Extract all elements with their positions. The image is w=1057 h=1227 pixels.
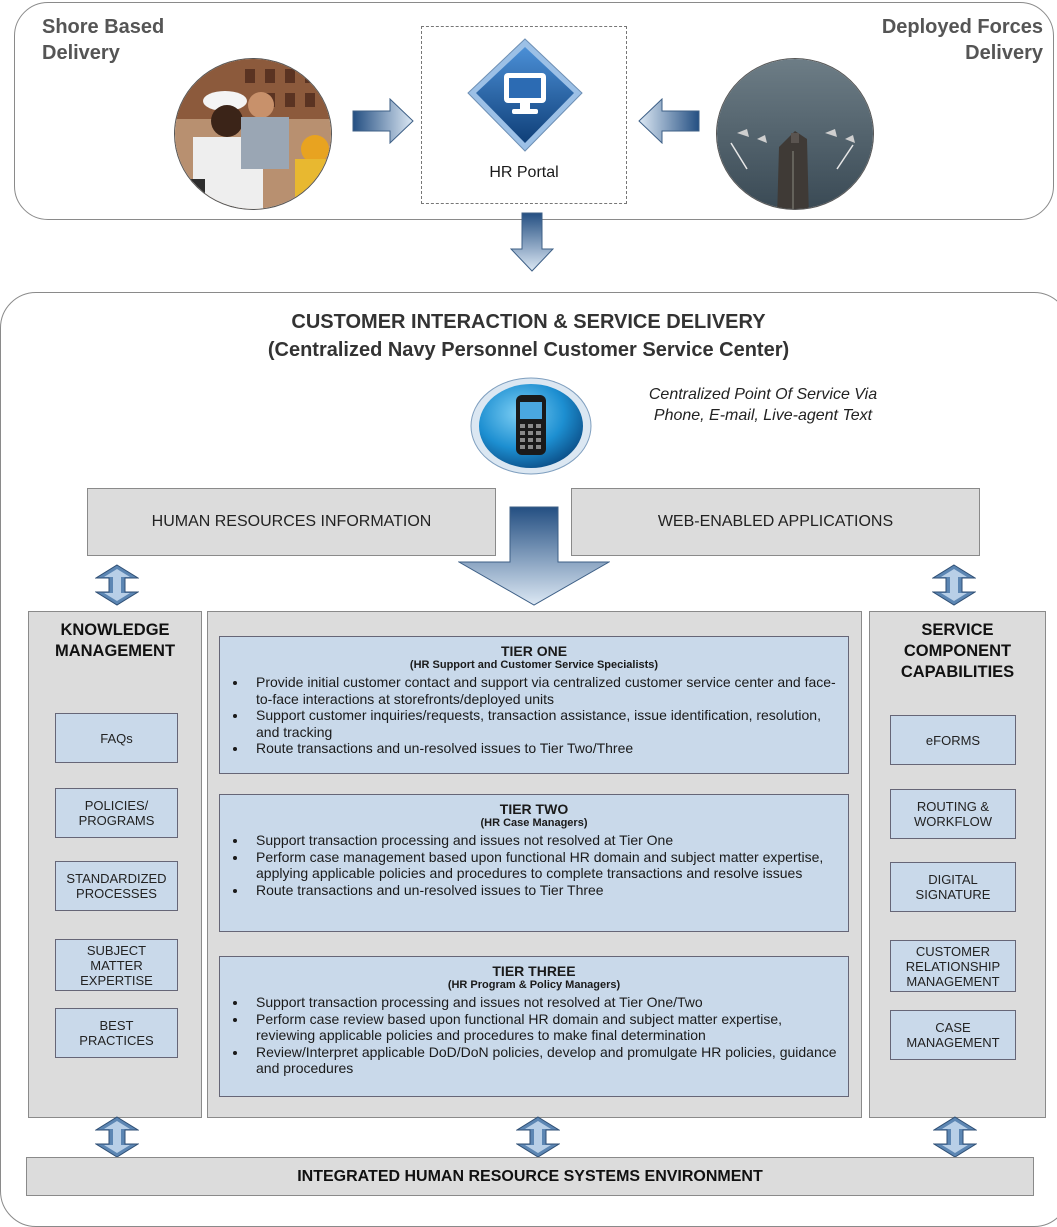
km-item-label: SUBJECT [86, 942, 147, 958]
deployed-forces-title: Deployed Forces Delivery [882, 14, 1043, 66]
km-item-faqs[interactable]: FAQs [55, 713, 178, 763]
km-item-label: PRACTICES [79, 1033, 154, 1048]
tier-one-title: TIER ONE [500, 643, 568, 659]
scc-item-label: WORKFLOW [914, 814, 992, 829]
km-item-label: PROGRAMS [78, 813, 155, 828]
tier-bullet: Review/Interpret applicable DoD/DoN poli… [248, 1044, 838, 1077]
hr-information-box[interactable]: HUMAN RESOURCES INFORMATION [87, 488, 496, 556]
fleet-ships-photo [716, 58, 874, 210]
tier-two-box[interactable]: TIER TWO (HR Case Managers) Support tran… [219, 794, 849, 932]
service-component-title: SERVICE COMPONENT CAPABILITIES [869, 620, 1046, 683]
tier-bullet: Support transaction processing and issue… [248, 832, 838, 849]
km-item-policies-programs[interactable]: POLICIES/PROGRAMS [55, 788, 178, 838]
km-item-label: BEST [99, 1018, 134, 1033]
note-line1: Centralized Point Of Service Via [648, 386, 878, 403]
km-title-line: KNOWLEDGE [60, 621, 170, 639]
service-double-arrow [932, 564, 976, 606]
scc-item-label: CUSTOMER [915, 943, 991, 959]
main-title-line2: (Centralized Navy Personnel Customer Ser… [267, 339, 790, 361]
tier-bullet: Support customer inquiries/requests, tra… [248, 707, 838, 740]
shore-sailors-photo [174, 58, 332, 210]
hr-portal-box[interactable]: HR Portal [421, 26, 627, 204]
deployed-title-line: Deployed Forces [881, 16, 1043, 38]
tier-bullet: Route transactions and un-resolved issue… [248, 882, 838, 899]
scc-item-label: ROUTING & [916, 799, 990, 814]
km-item-label: PROCESSES [76, 886, 157, 901]
scc-item-label: RELATIONSHIP [905, 958, 1001, 974]
knowledge-double-arrow [95, 564, 139, 606]
service-channels-note: Centralized Point Of Service Via Phone, … [606, 384, 920, 426]
integrated-hr-systems-bar[interactable]: INTEGRATED HUMAN RESOURCE SYSTEMS ENVIRO… [26, 1157, 1034, 1196]
tier-bullet: Perform case review based upon functiona… [248, 1011, 838, 1044]
tier-bullet: Support transaction processing and issue… [248, 994, 838, 1011]
service-down-arrow [458, 506, 610, 606]
deployed-title-line: Delivery [965, 42, 1043, 64]
computer-monitor-icon [467, 38, 583, 152]
bottom-left-double-arrow [95, 1116, 139, 1158]
scc-item-label: MANAGEMENT [906, 973, 1000, 989]
scc-item-label: CASE [935, 1020, 971, 1035]
scc-title-line: CAPABILITIES [900, 663, 1015, 681]
km-item-label: POLICIES/ [84, 798, 149, 813]
km-title-line: MANAGEMENT [54, 642, 176, 660]
scc-item-label: DIGITAL [928, 872, 978, 887]
shore-based-title: Shore Based Delivery [42, 14, 164, 66]
km-item-label: STANDARDIZED [66, 871, 167, 886]
main-title: CUSTOMER INTERACTION & SERVICE DELIVERY … [0, 308, 1057, 364]
tier-three-subtitle: (HR Program & Policy Managers) [447, 979, 621, 991]
deployed-to-portal-arrow [638, 98, 700, 144]
scc-item-label: SIGNATURE [915, 887, 991, 902]
shore-to-portal-arrow [352, 98, 414, 144]
scc-item-eforms[interactable]: eFORMS [890, 715, 1016, 765]
integrated-hr-systems-label: INTEGRATED HUMAN RESOURCE SYSTEMS ENVIRO… [297, 1167, 763, 1185]
note-line2: Phone, E-mail, Live-agent Text [653, 407, 873, 424]
tier-three-box[interactable]: TIER THREE (HR Program & Policy Managers… [219, 956, 849, 1097]
tier-bullet: Route transactions and un-resolved issue… [248, 740, 838, 757]
bottom-center-double-arrow [516, 1116, 560, 1158]
web-enabled-applications-label: WEB-ENABLED APPLICATIONS [657, 513, 894, 530]
tier-two-title: TIER TWO [499, 801, 569, 817]
tier-two-subtitle: (HR Case Managers) [480, 817, 588, 829]
hr-portal-label: HR Portal [489, 164, 559, 181]
knowledge-management-title: KNOWLEDGE MANAGEMENT [28, 620, 202, 662]
shore-title-line: Shore Based [42, 16, 165, 38]
tier-one-subtitle: (HR Support and Customer Service Special… [409, 659, 659, 671]
hr-information-label: HUMAN RESOURCES INFORMATION [151, 513, 432, 530]
tier-two-bullets: Support transaction processing and issue… [230, 832, 838, 898]
tier-three-title: TIER THREE [492, 963, 576, 979]
main-title-line1: CUSTOMER INTERACTION & SERVICE DELIVERY [291, 311, 766, 333]
scc-item-label: MANAGEMENT [906, 1035, 1000, 1050]
bottom-right-double-arrow [933, 1116, 977, 1158]
scc-title-line: COMPONENT [903, 642, 1012, 660]
km-item-label: EXPERTISE [80, 972, 153, 988]
tier-one-box[interactable]: TIER ONE (HR Support and Customer Servic… [219, 636, 849, 774]
tier-one-bullets: Provide initial customer contact and sup… [230, 674, 838, 757]
scc-title-line: SERVICE [921, 621, 994, 639]
tier-three-bullets: Support transaction processing and issue… [230, 994, 838, 1077]
web-enabled-applications-box[interactable]: WEB-ENABLED APPLICATIONS [571, 488, 980, 556]
shore-title-line: Delivery [42, 42, 120, 64]
km-item-label: FAQs [100, 730, 133, 746]
portal-down-arrow [510, 212, 554, 272]
tier-bullet: Perform case management based upon funct… [248, 849, 838, 882]
km-item-label: MATTER [90, 957, 143, 973]
scc-item-routing-workflow[interactable]: ROUTING &WORKFLOW [890, 789, 1016, 839]
tier-bullet: Provide initial customer contact and sup… [248, 674, 838, 707]
scc-item-label: eFORMS [925, 732, 981, 748]
phone-icon [470, 377, 592, 475]
